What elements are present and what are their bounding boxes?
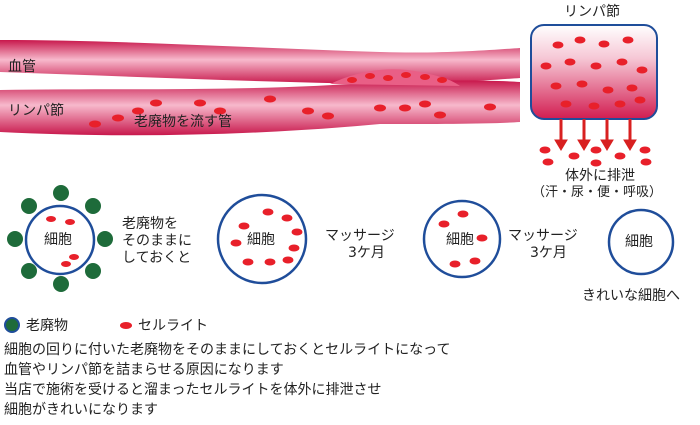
- waste-tube-label: 老廃物を流す管: [134, 114, 232, 130]
- cell-label-1: 細胞: [44, 232, 72, 248]
- description-line-1: 細胞の回りに付いた老廃物をそのままにしておくとセルライトになって: [4, 342, 451, 358]
- lymph-node-label: リンパ節: [8, 103, 64, 119]
- cell-reduced-cellulite: [422, 199, 502, 279]
- lymph-tube: [0, 80, 520, 136]
- legend-cellulite: セルライト: [120, 315, 208, 335]
- legend-waste-label: 老廃物: [26, 318, 68, 334]
- cell-clean: [607, 208, 675, 276]
- description-line-2: 血管やリンパ節を詰まらせる原因になります: [4, 362, 284, 378]
- description-line-4: 細胞がきれいになります: [4, 402, 158, 418]
- legend-waste: 老廃物: [4, 315, 68, 335]
- cellulite-group-excreted: [539, 146, 652, 167]
- cell-label-3: 細胞: [446, 232, 474, 248]
- lymph-node-box: [530, 24, 658, 120]
- cellulite-group-vessel: [89, 72, 496, 128]
- description-line-3: 当店で施術を受けると溜まったセルライトを体外に排泄させ: [4, 382, 382, 398]
- cellulite-marker-icon: [120, 321, 132, 329]
- leave-text-2: そのままに: [122, 233, 192, 249]
- massage-text-2a: マッサージ: [508, 228, 578, 244]
- leave-text-1: 老廃物を: [122, 216, 178, 232]
- massage-text-2b: 3ケ月: [530, 245, 567, 261]
- cell-with-waste: [7, 185, 113, 292]
- legend-cellulite-label: セルライト: [138, 318, 208, 334]
- excretion-arrows: [554, 119, 637, 151]
- massage-text-1a: マッサージ: [325, 228, 395, 244]
- clean-cell-label: きれいな細胞へ: [582, 288, 680, 304]
- cell-label-2: 細胞: [247, 232, 275, 248]
- cell-label-4: 細胞: [625, 234, 653, 250]
- massage-text-1b: 3ケ月: [348, 245, 385, 261]
- excrete-methods-label: （汗・尿・便・呼吸）: [532, 185, 663, 200]
- leave-text-3: しておくと: [122, 250, 192, 266]
- lymph-node-box-label: リンパ節: [564, 4, 620, 20]
- cellulite-group-node: [540, 36, 648, 110]
- cell-full-cellulite: [216, 193, 308, 285]
- waste-marker-icon: [4, 317, 20, 333]
- blood-vessel-label: 血管: [8, 59, 36, 75]
- excrete-label: 体外に排泄: [565, 168, 635, 184]
- clog-bulge: [330, 69, 460, 86]
